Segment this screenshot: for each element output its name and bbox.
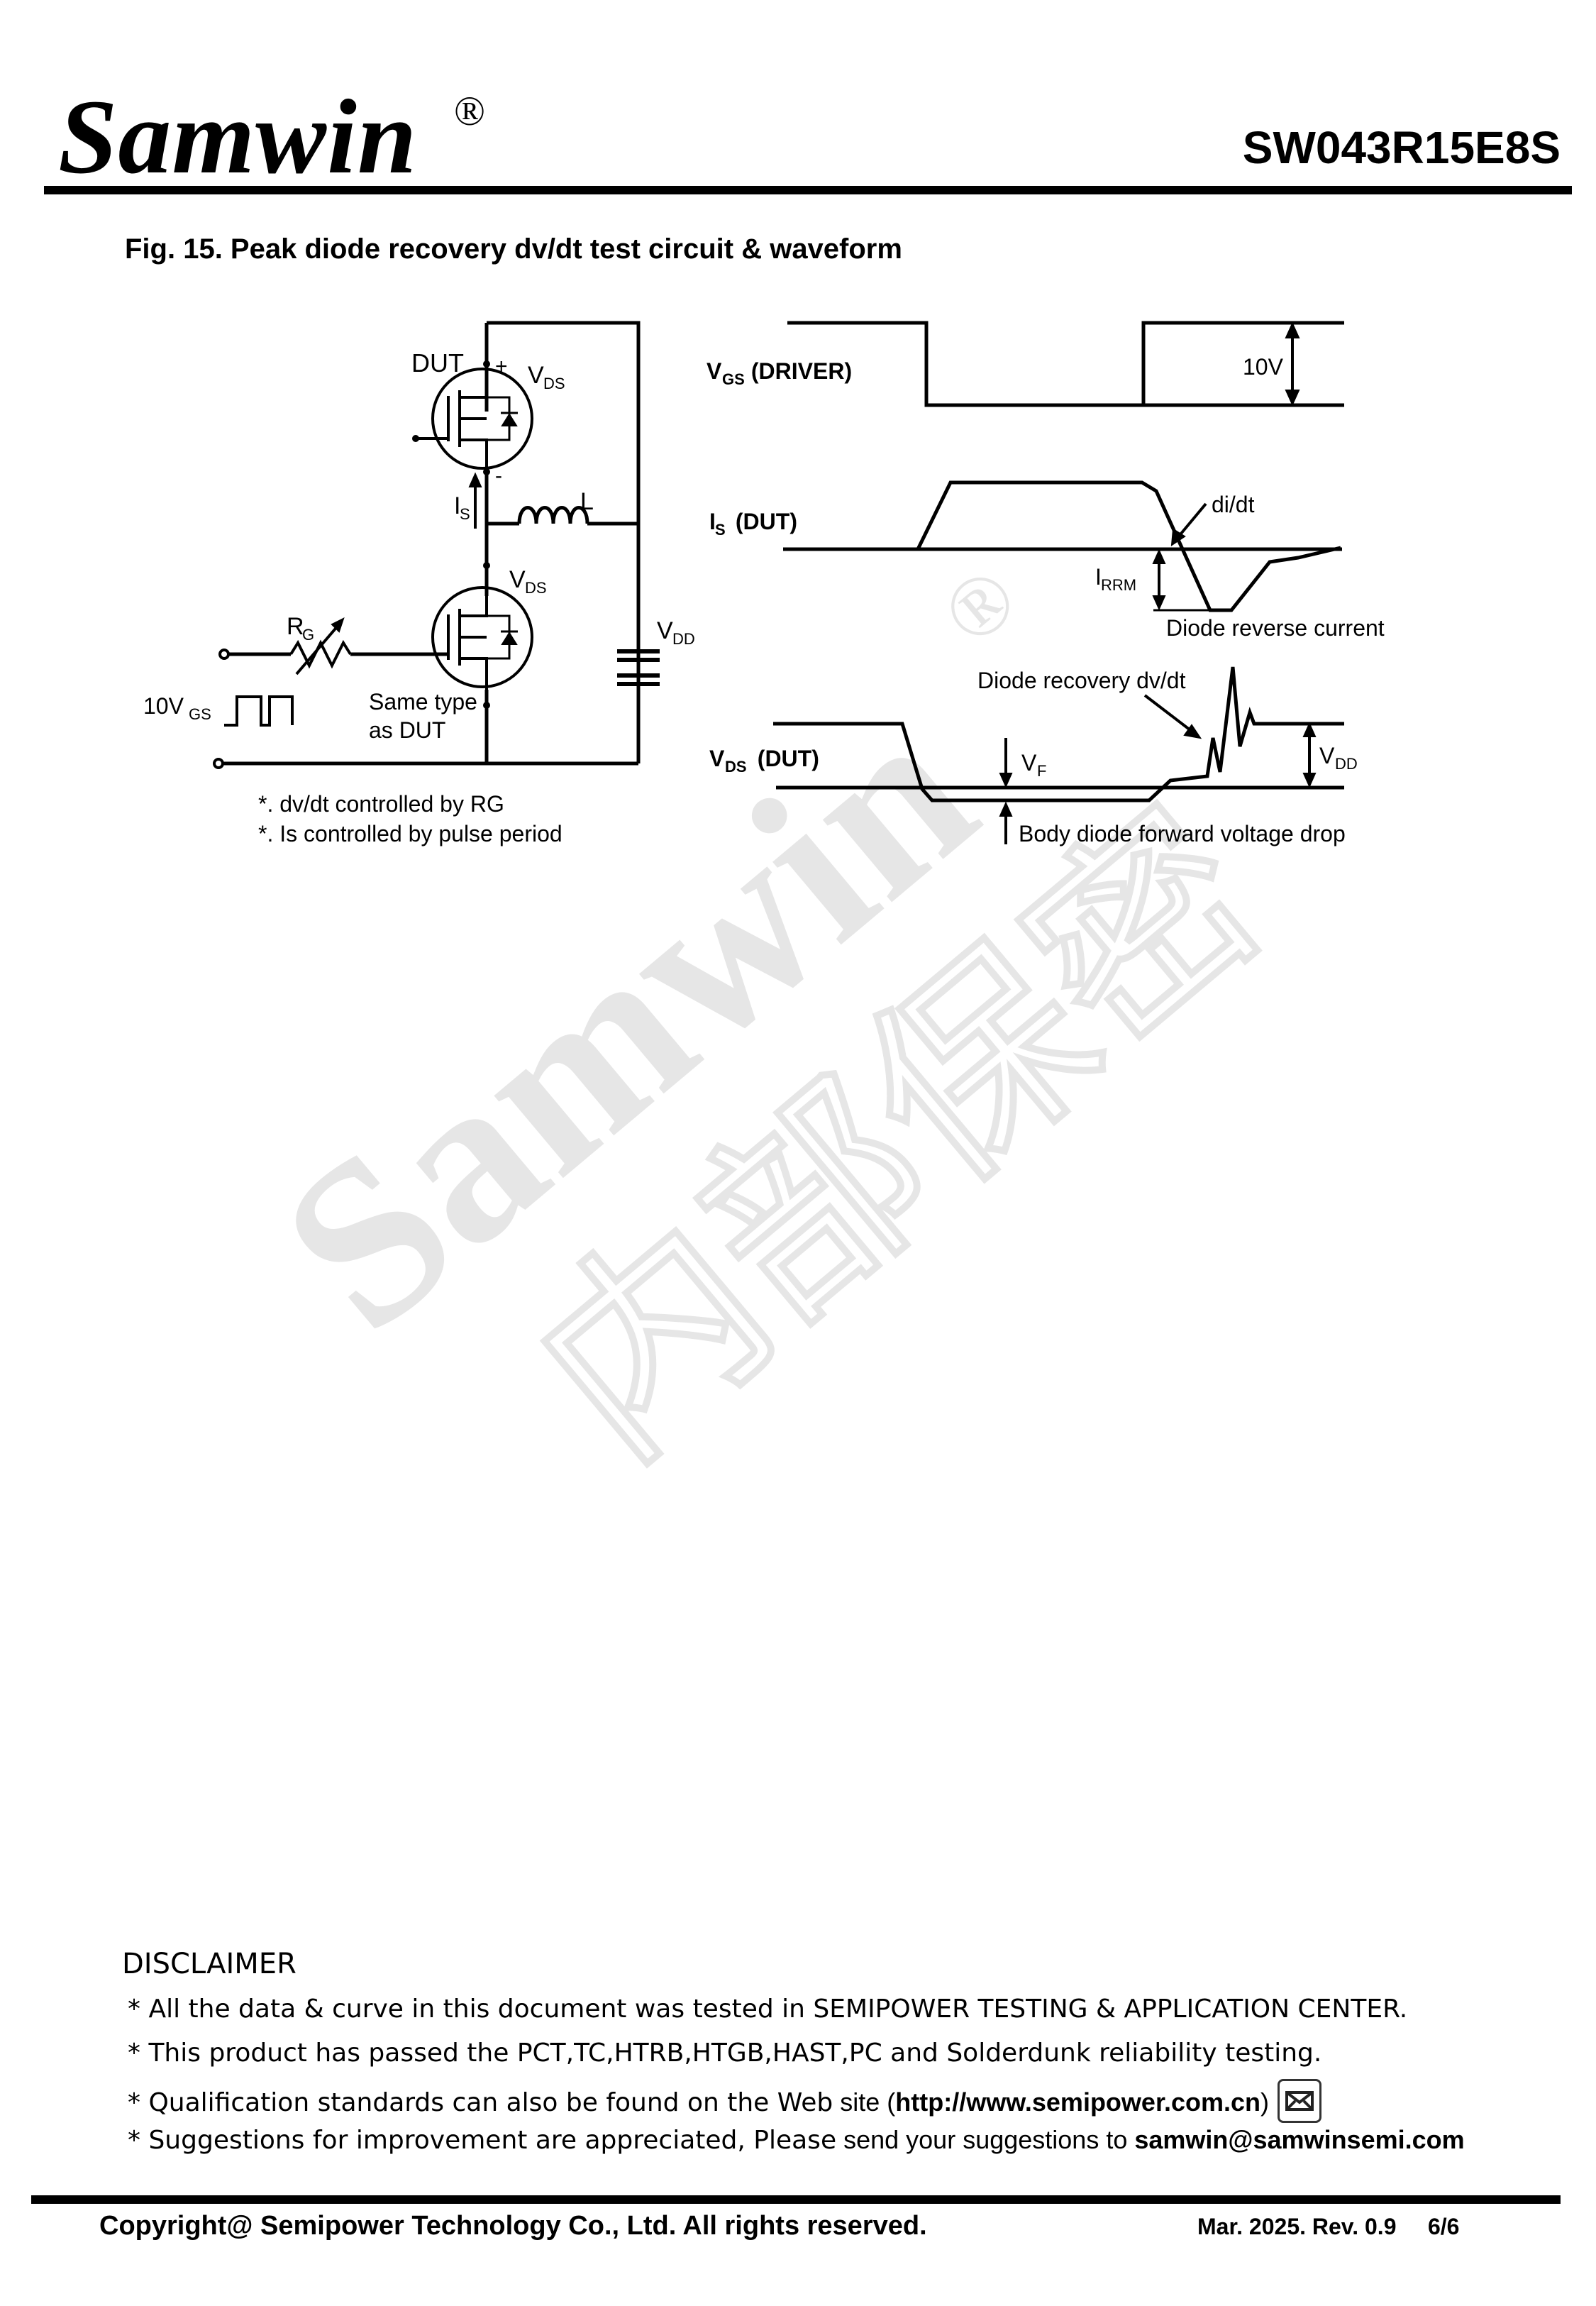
circuit-note-1: *. dv/dt controlled by RG <box>258 791 504 817</box>
footer-rule <box>31 2195 1561 2204</box>
footer-meta: Mar. 2025. Rev. 0.9 6/6 <box>1197 2215 1459 2238</box>
diode-reverse-current: Diode reverse current <box>1166 615 1385 641</box>
vds-low-sub: DS <box>525 579 547 597</box>
contact-email-link[interactable]: samwin@samwinsemi.com <box>1134 2125 1465 2154</box>
disclaimer-line-4-prefix: * Suggestions for improvement are apprec… <box>128 2126 837 2155</box>
circuit-labels: DUT + - V DS I S L V DS R G V DD 10V GS … <box>143 348 695 846</box>
dut-mosfet <box>431 368 533 470</box>
lower-mosfet <box>431 586 533 688</box>
disclaimer-line-3-mid: site ( <box>833 2087 896 2117</box>
waveform-labels: V GS (DRIVER) 10V I S (DUT) di/dt I RRM … <box>706 354 1385 846</box>
brand-logo: Samwin <box>58 78 418 196</box>
registered-mark: ® <box>454 88 486 134</box>
vds-waveform <box>773 666 1314 802</box>
copyright-text: Copyright@ Semipower Technology Co., Ltd… <box>99 2211 927 2241</box>
didt-label: di/dt <box>1212 492 1255 517</box>
disclaimer-line-4-mid: send your suggestions to <box>836 2125 1135 2154</box>
vds-wave-label: V <box>709 746 725 771</box>
vgs-amplitude: 10V <box>1243 354 1284 380</box>
vds-wave-sub: DS <box>725 758 747 776</box>
vf-label: V <box>1021 750 1037 776</box>
watermark-cn: 内部保密 <box>493 766 1304 1503</box>
pulse-label: 10V <box>143 693 184 719</box>
pulse-sub: GS <box>189 705 211 723</box>
same-type-2: as DUT <box>369 717 445 743</box>
irrm-label: I <box>1095 564 1102 590</box>
rg-label: R <box>287 613 304 640</box>
is-wave-suffix: (DUT) <box>729 509 797 534</box>
vgs-suffix: (DRIVER) <box>745 358 852 384</box>
vds-top-label: V <box>528 362 544 389</box>
figure-title: Fig. 15. Peak diode recovery dv/dt test … <box>125 233 902 265</box>
test-circuit <box>213 321 660 769</box>
is-wave-label: I <box>709 509 716 534</box>
header-rule <box>44 186 1572 194</box>
rg-resistor <box>289 639 352 669</box>
rg-sub: G <box>302 626 314 644</box>
is-label: I <box>454 492 460 519</box>
circuit-note-2: *. Is controlled by pulse period <box>258 821 563 846</box>
vdd-wave-label: V <box>1319 743 1335 768</box>
date-revision: Mar. 2025. Rev. 0.9 <box>1197 2214 1397 2239</box>
disclaimer-line-3-prefix: * Qualification standards can also be fo… <box>128 2088 833 2117</box>
semipower-website-link[interactable]: http://www.semipower.com.cn <box>895 2087 1261 2117</box>
vds-wave-suffix: (DUT) <box>745 746 819 771</box>
diode-recovery-label: Diode recovery dv/dt <box>977 668 1186 693</box>
waveforms <box>773 321 1344 844</box>
irrm-sub: RRM <box>1101 576 1136 594</box>
body-diode-label: Body diode forward voltage drop <box>1019 821 1346 846</box>
circuit-top-wire <box>487 321 641 763</box>
vf-sub: F <box>1037 762 1046 780</box>
vds-top-sub: DS <box>543 375 565 392</box>
figure-diagram: DUT + - V DS I S L V DS R G V DD 10V GS … <box>143 321 1385 846</box>
same-type-1: Same type <box>369 689 477 715</box>
is-sub: S <box>460 505 470 523</box>
inductor <box>517 506 589 524</box>
dut-plus: + <box>495 355 508 378</box>
vgs-waveform <box>787 321 1344 407</box>
disclaimer-line-2: * This product has passed the PCT,TC,HTR… <box>128 2039 1322 2068</box>
inductor-label: L <box>580 488 594 515</box>
vds-low-label: V <box>509 566 526 593</box>
vdd-wave-sub: DD <box>1335 755 1358 773</box>
disclaimer-line-4: * Suggestions for improvement are apprec… <box>128 2127 1465 2153</box>
vdd-sub: DD <box>672 630 695 648</box>
is-waveform <box>916 480 1341 612</box>
dut-label: DUT <box>411 348 464 377</box>
is-wave-sub: S <box>715 521 726 539</box>
part-number: SW043R15E8S <box>1242 122 1561 173</box>
vdd-label: V <box>657 617 673 644</box>
gate-pulse <box>224 695 294 727</box>
disclaimer-line-3-close: ) <box>1260 2087 1270 2117</box>
mail-icon[interactable] <box>1278 2079 1322 2123</box>
page-number: 6/6 <box>1427 2214 1460 2239</box>
disclaimer-line-3: * Qualification standards can also be fo… <box>128 2079 1322 2126</box>
vgs-sub: GS <box>722 370 745 388</box>
dut-minus: - <box>495 464 502 487</box>
vgs-label: V <box>706 358 722 384</box>
disclaimer-line-1: * All the data & curve in this document … <box>128 1995 1408 2024</box>
disclaimer-title: DISCLAIMER <box>122 1948 297 1980</box>
